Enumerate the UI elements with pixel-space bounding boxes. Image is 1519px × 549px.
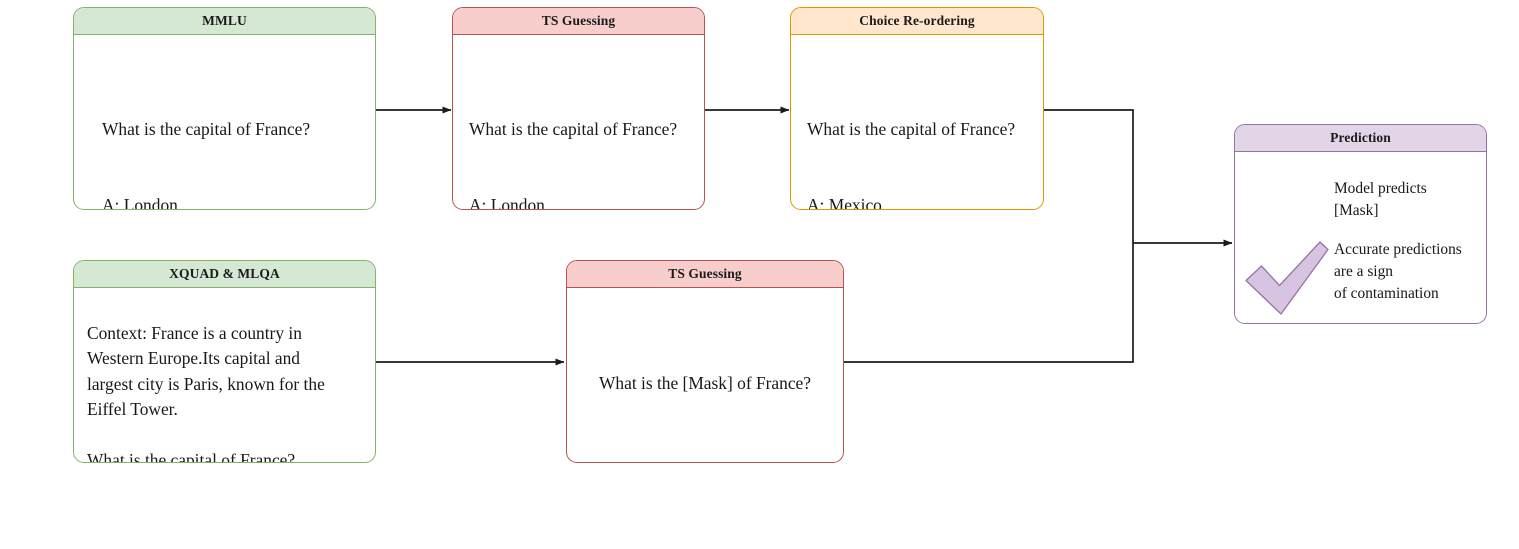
reorder-question: What is the capital of France? [807,118,1016,139]
prediction-spacer [1334,222,1484,239]
ts-top-question: What is the capital of France? [469,118,678,139]
xquad-spacer [87,423,363,448]
node-prediction[interactable]: Prediction Model predicts [Mask] Accurat… [1234,124,1487,324]
node-ts-guessing-top-content: What is the capital of France? A: London… [469,66,678,210]
node-mmlu-body: What is the capital of France? A: London… [74,35,375,209]
xquad-context-line-2: Western Europe.Its capital and [87,348,301,369]
node-xquad-mlqa-body: Context: France is a country in Western … [74,288,375,462]
node-ts-guessing-bottom-header: TS Guessing [567,261,843,288]
ts-top-option-a: A: London [469,195,545,210]
mmlu-question: What is the capital of France? [102,118,311,139]
node-mmlu-header: MMLU [74,8,375,35]
node-mmlu[interactable]: MMLU What is the capital of France? A: L… [73,7,376,210]
node-choice-reordering[interactable]: Choice Re-ordering What is the capital o… [790,7,1044,210]
prediction-line-4: are a sign [1334,262,1393,280]
prediction-line-2: [Mask] [1334,201,1379,219]
prediction-line-5: of contamination [1334,284,1439,302]
connector-choice-reordering-to-merge [1044,109,1134,243]
ts-bottom-question: What is the [Mask] of France? [599,372,811,393]
node-ts-guessing-top-body: What is the capital of France? A: London… [453,35,704,209]
node-ts-guessing-top-header: TS Guessing [453,8,704,35]
connector-ts-guessing-bottom-to-merge [843,243,1134,363]
xquad-context-line-4: Eiffel Tower. [87,399,178,420]
node-choice-reordering-header: Choice Re-ordering [791,8,1043,35]
node-prediction-header: Prediction [1235,125,1486,152]
node-xquad-mlqa-header: XQUAD & MLQA [74,261,375,288]
prediction-line-1: Model predicts [1334,179,1427,197]
xquad-question: What is the capital of France? [87,449,296,463]
mmlu-option-a: A: London [102,195,178,210]
node-ts-guessing-bottom[interactable]: TS Guessing What is the [Mask] of France… [566,260,844,463]
node-xquad-mlqa-content: Context: France is a country in Western … [87,321,363,463]
node-mmlu-content: What is the capital of France? A: London… [102,66,311,210]
node-ts-guessing-top[interactable]: TS Guessing What is the capital of Franc… [452,7,705,210]
node-ts-guessing-bottom-body: What is the [Mask] of France? [567,288,843,462]
prediction-text-block: Model predicts [Mask] Accurate predictio… [1334,178,1484,305]
node-prediction-body: Model predicts [Mask] Accurate predictio… [1235,152,1486,323]
node-choice-reordering-content: What is the capital of France? A: Mexico… [807,66,1016,210]
xquad-context-line-3: largest city is Paris, known for the [87,373,325,394]
node-choice-reordering-body: What is the capital of France? A: Mexico… [791,35,1043,209]
check-mark-icon [1245,241,1329,315]
xquad-context-line-1: Context: France is a country in [87,322,302,343]
reorder-option-a: A: Mexico [807,195,882,210]
prediction-line-3: Accurate predictions [1334,240,1462,258]
node-xquad-mlqa[interactable]: XQUAD & MLQA Context: France is a countr… [73,260,376,463]
